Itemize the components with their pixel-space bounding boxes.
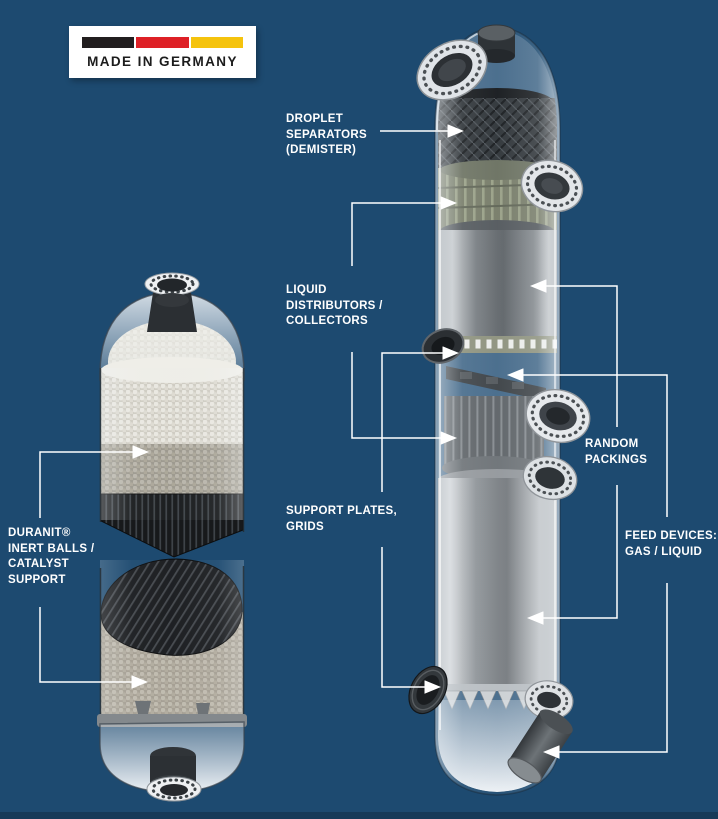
- support-plates-pointer-top: [381, 346, 459, 492]
- random-packings-pointer-bottom: [527, 485, 618, 625]
- duranit-pointer-top: [39, 445, 149, 518]
- badge-label: MADE IN GERMANY: [87, 54, 238, 69]
- upper-right-nozzle-flange: [520, 159, 584, 213]
- footer-strip: [0, 812, 718, 819]
- flag-bar-gold: [190, 37, 243, 48]
- flag-bar-red: [136, 37, 189, 48]
- annotation-pointers: [39, 124, 668, 759]
- label-liquid-distributors: LIQUID DISTRIBUTORS / COLLECTORS: [286, 284, 383, 327]
- feed-devices-pointer-top: [507, 368, 668, 517]
- duranit-pointer-bottom: [39, 607, 148, 689]
- lower-right-nozzle-flange: [522, 455, 578, 501]
- support-plates-pointer-bottom: [381, 547, 441, 694]
- feed-devices-pointer-bottom: [543, 583, 668, 759]
- label-random-packings: RANDOM PACKINGS: [585, 438, 648, 466]
- liquid-distributors-pointer-bottom: [351, 352, 457, 445]
- label-feed-devices: FEED DEVICES: GAS / LIQUID: [625, 530, 718, 558]
- flag-bar-black: [82, 37, 135, 48]
- feed-nozzle-flange: [525, 388, 591, 444]
- duranit-vessel-illustration: [97, 272, 247, 802]
- liquid-distributors-pointer-top: [351, 196, 457, 266]
- bottom-outlet-nozzle: [507, 709, 573, 784]
- label-droplet-separators: DROPLET SEPARATORS (DEMISTER): [286, 113, 367, 156]
- random-packings-pointer-top: [530, 279, 618, 427]
- label-duranit: DURANIT® INERT BALLS / CATALYST SUPPORT: [8, 527, 95, 586]
- column-shell: [434, 26, 561, 796]
- made-in-germany-badge: MADE IN GERMANY: [69, 26, 256, 78]
- packed-column-illustration: [408, 24, 591, 796]
- bottom-right-flange: [524, 680, 574, 720]
- top-manway-flange: [416, 39, 488, 101]
- label-support-plates: SUPPORT PLATES, GRIDS: [286, 505, 397, 533]
- german-flag-bars: [82, 37, 243, 48]
